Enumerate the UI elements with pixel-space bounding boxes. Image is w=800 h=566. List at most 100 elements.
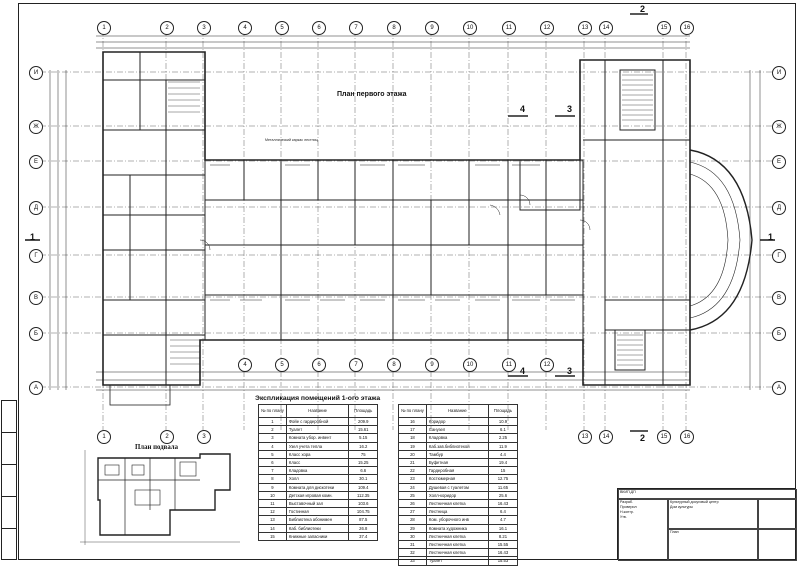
room-number: 16 xyxy=(398,416,427,427)
room-name: Санузел xyxy=(425,425,489,435)
grid-bubble-row: Е xyxy=(772,155,786,169)
room-name: Библиотека абонимен xyxy=(285,515,350,525)
grid-bubble-row: И xyxy=(772,66,786,80)
grid-bubble-col: 10 xyxy=(463,21,477,35)
grid-bubble-col: 5 xyxy=(275,21,289,35)
room-name: Холл-коридор xyxy=(425,490,489,501)
room-name: Лестничная клетка xyxy=(425,548,489,558)
room-name: Туалет xyxy=(285,425,350,435)
room-number: 22 xyxy=(398,466,427,476)
room-number: 9 xyxy=(258,482,287,492)
grid-bubble-row: Д xyxy=(772,201,786,215)
section-mark: 4 xyxy=(520,104,526,114)
room-number: 6 xyxy=(258,458,287,468)
room-area: 10.9 xyxy=(487,416,519,427)
room-name: Класс xyxy=(285,458,350,468)
grid-bubble-col: 11 xyxy=(502,21,516,35)
room-number: 1 xyxy=(258,416,287,427)
grid-bubble-col: 6 xyxy=(312,358,326,372)
room-number: 11 xyxy=(258,499,287,509)
signature-row: Утв. xyxy=(620,515,627,519)
room-number: 23 xyxy=(398,474,427,484)
room-area: 26.8 xyxy=(348,523,378,533)
grid-bubble-col: 9 xyxy=(425,358,439,372)
grid-bubble-row: Г xyxy=(29,249,43,263)
room-number: 20 xyxy=(398,449,427,460)
room-area: 87.5 xyxy=(348,515,378,525)
title-block-title-text: Культурный досуговый центр xyxy=(670,500,719,504)
grid-bubble-col: 4 xyxy=(238,358,252,372)
room-number: 24 xyxy=(398,482,427,492)
column-header: Название xyxy=(285,404,350,418)
room-number: 25 xyxy=(398,490,427,501)
room-name: Кладовка xyxy=(285,466,350,476)
grid-bubble-col: 6 xyxy=(312,21,326,35)
column-header: Площадь xyxy=(487,404,519,418)
grid-bubble-col: 5 xyxy=(275,358,289,372)
title-block-subtitle: Дом культуры xyxy=(670,505,693,509)
grid-bubble-row: Г xyxy=(772,249,786,263)
room-number: 18 xyxy=(398,433,427,443)
grid-bubble-col: 14 xyxy=(599,21,613,35)
grid-bubble-row: Б xyxy=(772,327,786,341)
room-area: 2.25 xyxy=(487,433,519,443)
explication-title: Экспликация помещений 1-ого этажа xyxy=(255,395,381,402)
room-area: 6.1 xyxy=(487,425,519,435)
room-area: 15.55 xyxy=(487,540,519,550)
room-name: Ком. уборочного инв xyxy=(425,515,489,525)
plan-title: План первого этажа xyxy=(337,91,407,98)
grid-bubble-col: 14 xyxy=(599,430,613,444)
grid-bubble-col: 10 xyxy=(463,358,477,372)
grid-bubble-row: А xyxy=(772,381,786,395)
section-mark: 1 xyxy=(30,232,36,242)
room-area: 4.7 xyxy=(487,515,519,525)
grid-bubble-row: В xyxy=(772,291,786,305)
room-number: 15 xyxy=(258,531,287,542)
room-name: Гостинная xyxy=(285,507,350,517)
room-name: Каб. библиотеки xyxy=(285,523,350,533)
room-area: 16.1 xyxy=(487,523,519,533)
grid-bubble-col: 1 xyxy=(97,430,111,444)
room-number: 33 xyxy=(398,556,427,566)
room-number: 7 xyxy=(258,466,287,476)
room-number: 31 xyxy=(398,540,427,550)
room-name: Комната убор. инвент xyxy=(285,433,350,443)
room-name: Гардеробная xyxy=(425,466,489,476)
room-area: 15.53 xyxy=(487,556,519,566)
grid-bubble-row: А xyxy=(29,381,43,395)
room-area: 109.4 xyxy=(348,482,378,492)
room-name: Каб.зав.библиотекой xyxy=(425,441,489,451)
room-number: 5 xyxy=(258,449,287,460)
room-number: 12 xyxy=(258,507,287,517)
room-area: 6.6 xyxy=(348,466,378,476)
grid-bubble-col: 8 xyxy=(387,358,401,372)
title-block-stage xyxy=(758,499,797,529)
room-area: 15.25 xyxy=(348,458,378,468)
grid-bubble-col: 13 xyxy=(578,430,592,444)
room-name: Фойе с гардеробной xyxy=(285,416,350,427)
room-name: Лестничная клетка xyxy=(425,531,489,542)
room-number: 3 xyxy=(258,433,287,443)
room-name: Класс хора xyxy=(285,449,350,460)
column-header: Площадь xyxy=(348,404,378,418)
title-block-sheet: План xyxy=(668,529,758,561)
room-area: 16.43 xyxy=(487,499,519,509)
room-number: 8 xyxy=(258,474,287,484)
